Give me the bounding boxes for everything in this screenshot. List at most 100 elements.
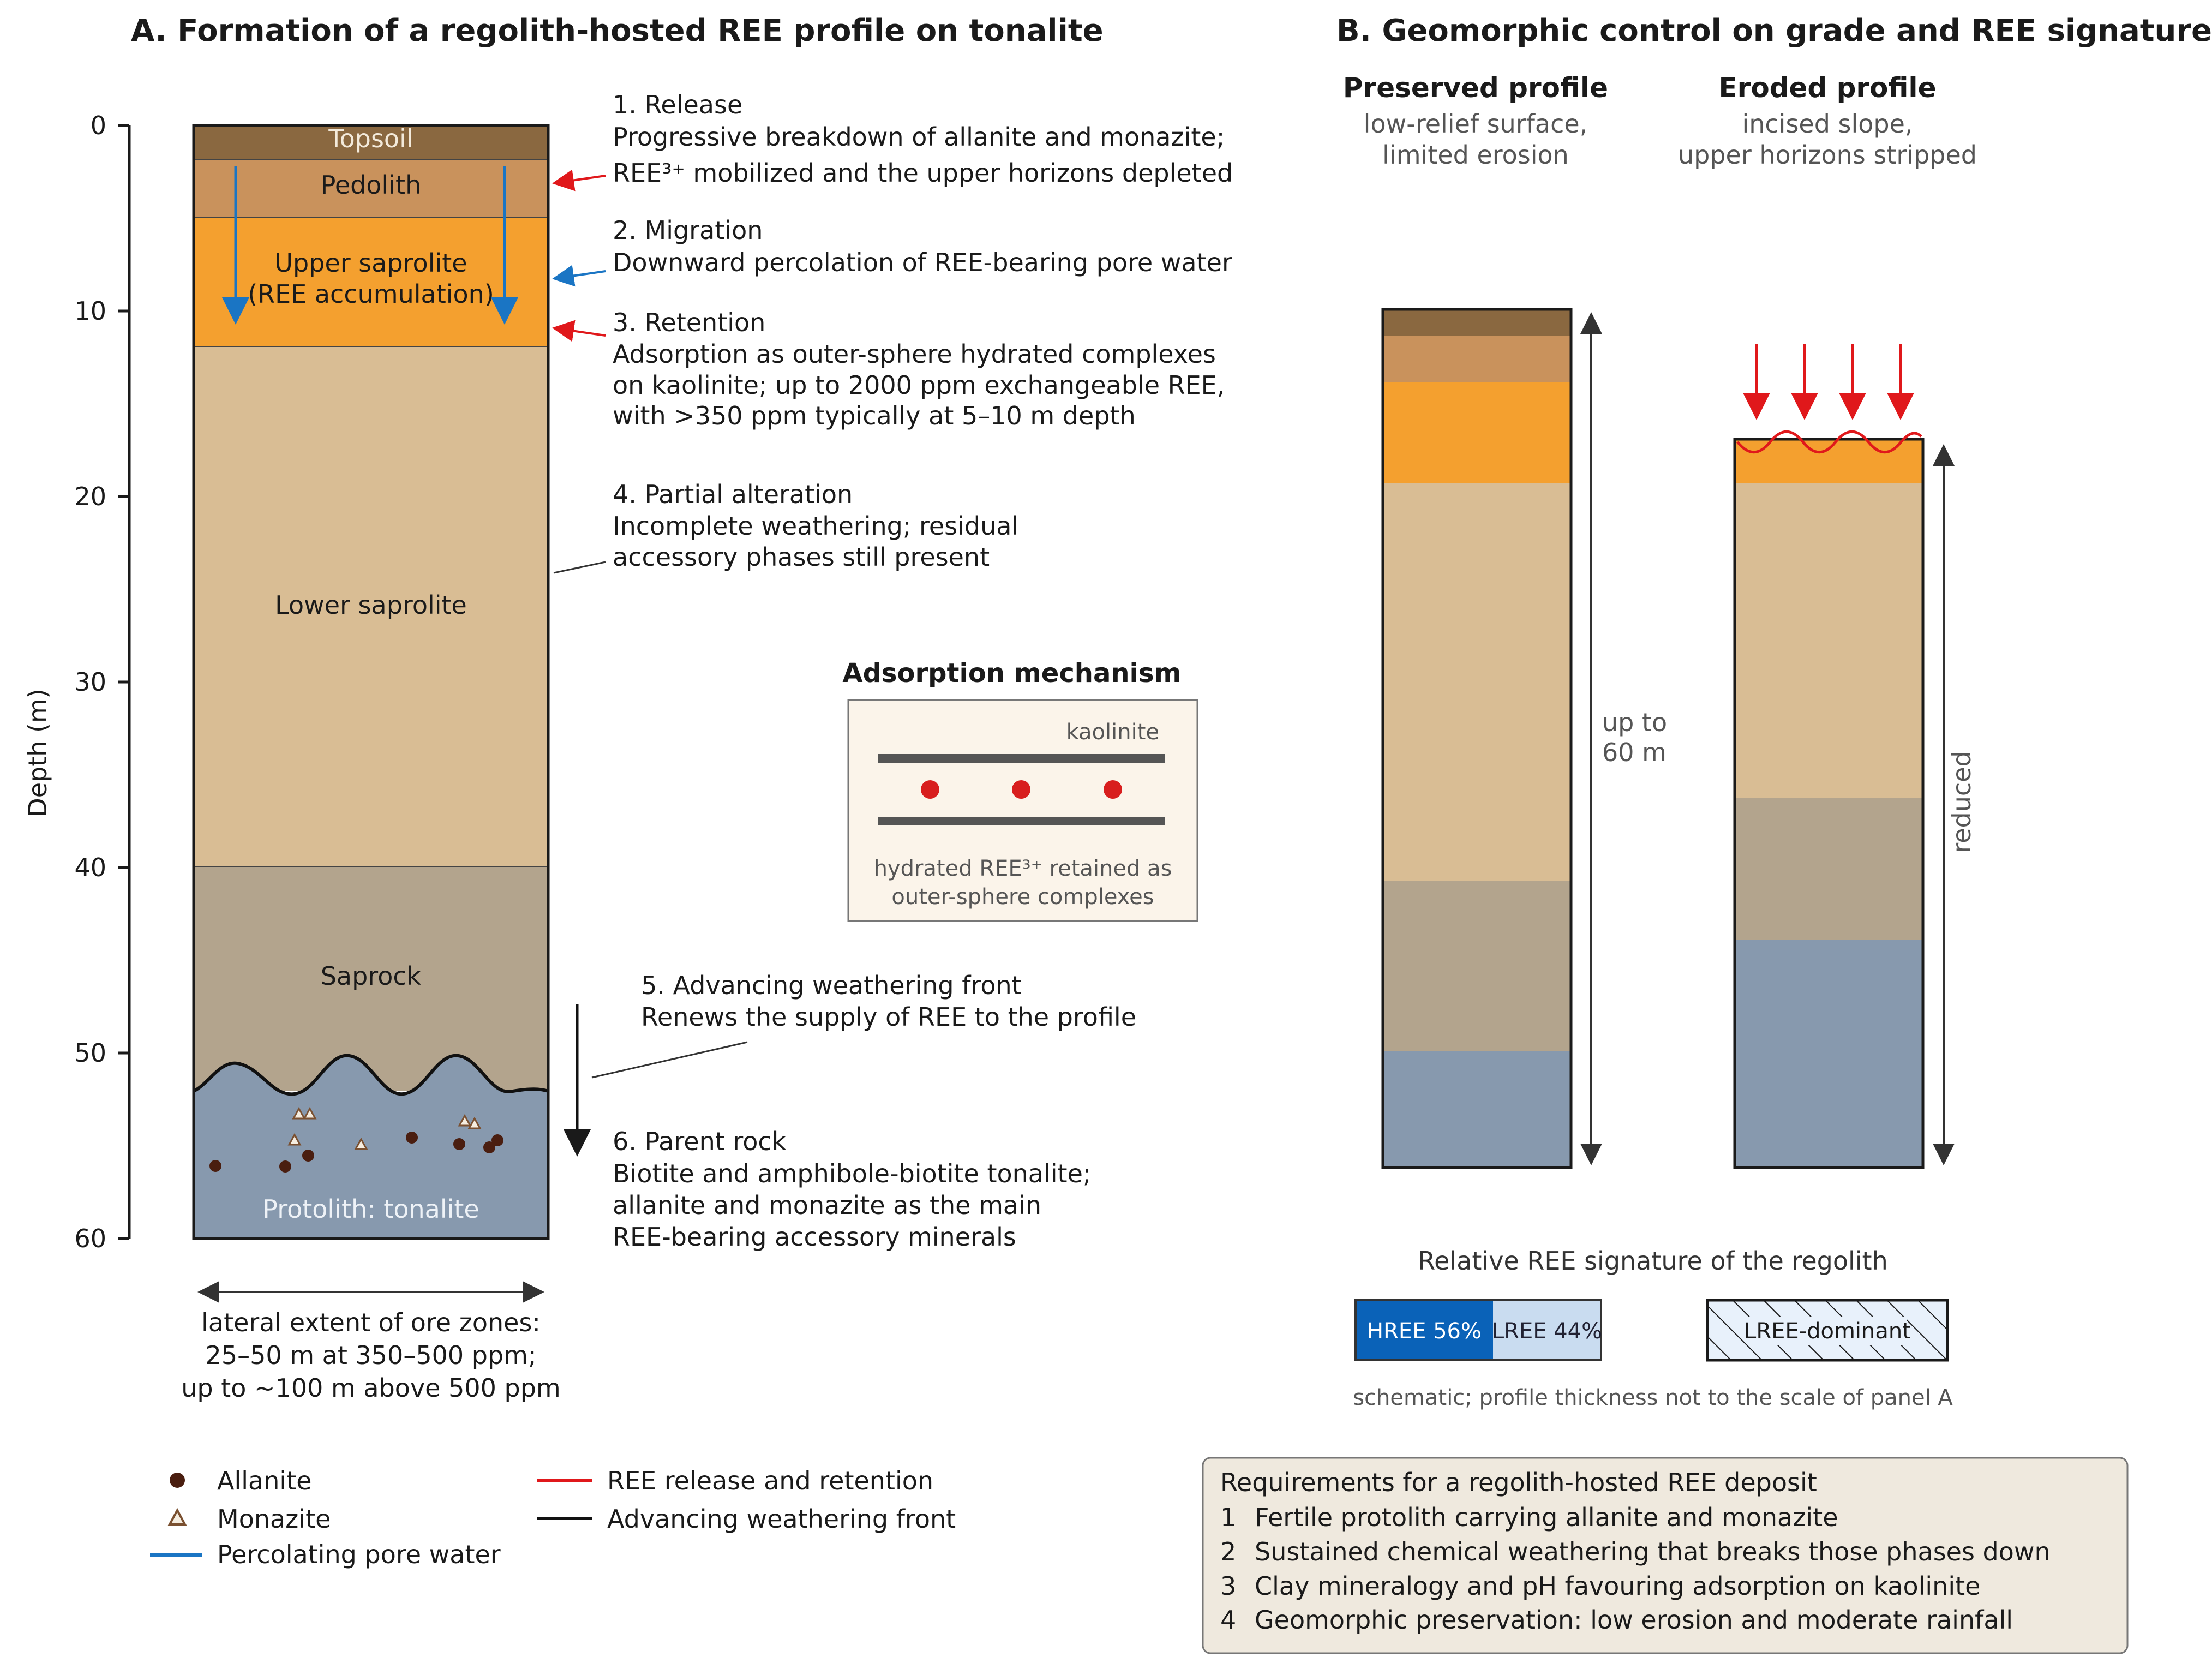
requirement-number: 3 xyxy=(1220,1571,1236,1601)
weathering-front-line xyxy=(193,1054,549,1096)
requirement-number: 2 xyxy=(1220,1537,1236,1566)
lateral-extent-line-2: 25–50 m at 350–500 ppm; xyxy=(206,1341,537,1370)
depth-tick-label: 40 xyxy=(74,853,106,882)
requirements-box: Requirements for a regolith-hosted REE d… xyxy=(1202,1457,2129,1654)
adsorption-caption-2: outer-sphere complexes xyxy=(891,884,1154,910)
requirement-number: 1 xyxy=(1220,1503,1236,1532)
layer-lower-saprolite xyxy=(194,346,548,866)
step-1-title: 1. Release xyxy=(613,90,742,119)
panel-b-title: B. Geomorphic control on grade and REE s… xyxy=(1336,13,2212,49)
step-3-line: Adsorption as outer-sphere hydrated comp… xyxy=(613,339,1216,369)
monazite-grain xyxy=(303,1106,317,1120)
allanite-grain xyxy=(406,1132,418,1144)
layer-label-lower-saprolite: Lower saprolite xyxy=(275,590,467,620)
release-arrow xyxy=(552,169,606,192)
step-6-line: allanite and monazite as the main xyxy=(613,1191,1041,1220)
requirement-text: Clay mineralogy and pH favouring adsorpt… xyxy=(1255,1571,1980,1601)
lree-dominant-label: LREE-dominant xyxy=(1744,1319,1911,1344)
ree-ion xyxy=(921,780,939,799)
step-6-line: Biotite and amphibole-biotite tonalite; xyxy=(613,1159,1091,1188)
schematic-note: schematic; profile thickness not to the … xyxy=(1353,1385,1953,1410)
step-3-line: with >350 ppm typically at 5–10 m depth xyxy=(613,401,1136,430)
panel-a-title: A. Formation of a regolith-hosted REE pr… xyxy=(131,13,1104,49)
preserved-sub-1: low-relief surface, xyxy=(1364,109,1588,139)
layer-label-topsoil: Topsoil xyxy=(328,124,413,153)
eroded-column xyxy=(1733,344,1925,1169)
depth-axis-label: Depth (m) xyxy=(23,689,52,817)
eroded-sub-1: incised slope, xyxy=(1742,109,1913,139)
allanite-grain xyxy=(483,1141,495,1153)
hree-segment xyxy=(1356,1300,1493,1360)
preserved-sub-2: limited erosion xyxy=(1382,140,1569,170)
layer-saprock xyxy=(194,866,548,1091)
depth-tick-label: 0 xyxy=(91,111,106,140)
lateral-extent-line-1: lateral extent of ore zones: xyxy=(201,1308,541,1337)
requirement-text: Sustained chemical weathering that break… xyxy=(1255,1537,2051,1566)
lateral-extent-line-3: up to ~100 m above 500 ppm xyxy=(181,1373,560,1403)
step-5-title: 5. Advancing weathering front xyxy=(641,971,1022,1000)
step-2-line: Downward percolation of REE-bearing pore… xyxy=(613,248,1232,277)
step-3-line: on kaolinite; up to 2000 ppm exchangeabl… xyxy=(613,370,1225,400)
requirements-title: Requirements for a regolith-hosted REE d… xyxy=(1220,1468,1817,1497)
requirement-number: 4 xyxy=(1220,1605,1236,1635)
eroded-title: Eroded profile xyxy=(1719,72,1937,104)
step-1-line: Progressive breakdown of allanite and mo… xyxy=(613,122,1225,152)
layer-label-upper-saprolite: Upper saprolite xyxy=(274,248,467,278)
layer-topsoil xyxy=(194,125,548,159)
legend-release: REE release and retention xyxy=(607,1466,933,1495)
layer-protolith xyxy=(194,1055,548,1239)
legend: Allanite Monazite Percolating pore water… xyxy=(150,1466,956,1569)
migration-arrow xyxy=(552,265,606,287)
mineral-grains xyxy=(209,1106,503,1173)
step-1-line: REE³⁺ mobilized and the upper horizons d… xyxy=(613,158,1233,188)
layer-label-pedolith: Pedolith xyxy=(321,170,422,200)
step-4-line: accessory phases still present xyxy=(613,542,990,572)
depth-tick-label: 50 xyxy=(74,1038,106,1068)
monazite-grain xyxy=(287,1133,302,1146)
eroded-thickness: reduced xyxy=(1947,751,1976,853)
regolith-column: Topsoil Pedolith Upper saprolite (REE ac… xyxy=(192,124,550,1240)
preserved-thickness-1: up to xyxy=(1602,708,1667,737)
preserved-title: Preserved profile xyxy=(1343,72,1608,104)
step-4-line: Incomplete weathering; residual xyxy=(613,511,1018,541)
monazite-grain xyxy=(292,1106,306,1120)
requirement-text: Geomorphic preservation: low erosion and… xyxy=(1255,1605,2013,1635)
adsorption-mechanism: Adsorption mechanism kaolinite hydrated … xyxy=(842,658,1198,922)
front-leader xyxy=(591,1041,748,1079)
step-4-title: 4. Partial alteration xyxy=(613,480,853,509)
monazite-grain xyxy=(354,1137,368,1150)
lree-segment xyxy=(1493,1300,1601,1360)
allanite-legend-icon xyxy=(170,1473,185,1488)
layer-label-saprock: Saprock xyxy=(321,961,422,991)
monazite-legend-icon xyxy=(167,1508,187,1526)
lree-dominant-bar: LREE-dominant xyxy=(1706,1299,1949,1362)
step-5-line: Renews the supply of REE to the profile xyxy=(641,1002,1136,1032)
kaolinite-label: kaolinite xyxy=(1066,720,1159,745)
hree-label: HREE 56% xyxy=(1367,1319,1482,1344)
allanite-grain xyxy=(491,1134,503,1146)
depth-tick-label: 30 xyxy=(74,667,106,697)
allanite-grain xyxy=(209,1160,221,1172)
erosion-surface xyxy=(1736,430,1922,454)
layer-label-protolith: Protolith: tonalite xyxy=(262,1194,479,1224)
depth-tick-label: 10 xyxy=(74,296,106,326)
ree-ion xyxy=(1012,780,1030,799)
allanite-grain xyxy=(453,1138,465,1150)
ree-ion xyxy=(1104,780,1122,799)
preserved-column xyxy=(1381,308,1573,1169)
layer-upper-saprolite xyxy=(194,217,548,346)
adsorption-box xyxy=(847,699,1198,922)
hree-lree-bar: HREE 56% LREE 44% xyxy=(1354,1299,1602,1361)
lree-label: LREE 44% xyxy=(1492,1319,1602,1344)
step-2-title: 2. Migration xyxy=(613,216,763,245)
depth-tick-label: 60 xyxy=(74,1224,106,1253)
allanite-grain xyxy=(279,1160,291,1173)
legend-monazite: Monazite xyxy=(217,1504,331,1534)
step-3-title: 3. Retention xyxy=(613,308,765,337)
requirement-text: Fertile protolith carrying allanite and … xyxy=(1255,1503,1838,1532)
adsorption-caption-1: hydrated REE³⁺ retained as xyxy=(874,856,1172,881)
preserved-thickness-2: 60 m xyxy=(1602,738,1667,767)
step-6-title: 6. Parent rock xyxy=(613,1127,787,1156)
depth-tick-label: 20 xyxy=(74,482,106,511)
